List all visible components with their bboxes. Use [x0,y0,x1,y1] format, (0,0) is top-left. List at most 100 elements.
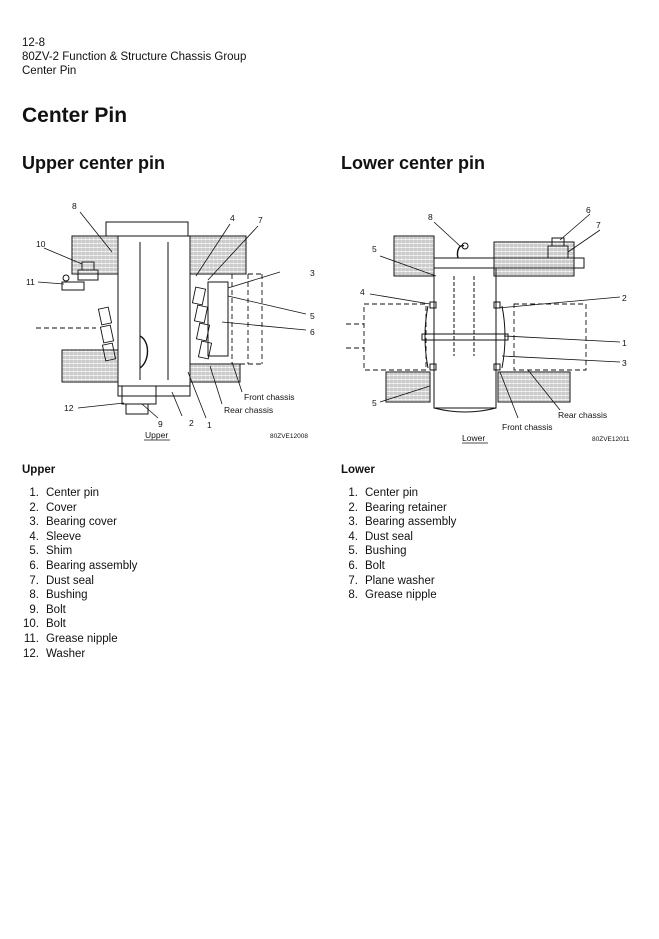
list-item: 2. Cover [22,501,137,516]
page-number: 12-8 [22,37,46,49]
list-item-name: Bushing [365,545,407,558]
list-item-number: 10. [23,618,39,631]
upper-callout-5: 5 [310,311,315,321]
lower-label-front-chassis: Front chassis [502,422,553,432]
lower-callout-3: 3 [622,358,627,368]
list-item-number: 1. [348,487,358,499]
upper-callout-8: 8 [72,201,77,211]
list-item: 7. Dust seal [22,574,137,589]
list-item-name: Sleeve [46,530,82,543]
upper-figure-code: 80ZVE12008 [270,433,308,440]
list-item-name: Bearing assembly [365,516,457,529]
list-item-number: 7. [29,574,39,587]
upper-label-rear-chassis: Rear chassis [224,405,273,415]
list-item: 10. Bolt [22,617,137,632]
lower-figure-code: 80ZVE12011 [592,436,630,443]
lower-figure-caption: Lower [462,433,485,443]
list-item: 1. Center pin [341,486,456,501]
list-item: 5. Shim [22,544,137,559]
lower-label-rear-chassis: Rear chassis [558,410,607,420]
upper-callout-1: 1 [207,420,212,430]
list-item: 8. Grease nipple [341,588,456,603]
lower-callout-8: 8 [428,212,433,222]
lower-callout-1: 1 [622,338,627,348]
list-item-name: Dust seal [365,530,413,543]
lower-center-pin-diagram: 8 6 7 5 4 2 1 3 5 Rear chassis Front cha… [346,205,630,444]
page-title: Center Pin [22,104,128,127]
list-item-number: 2. [348,501,358,514]
list-item: 3. Bearing assembly [341,515,456,530]
list-item-number: 8. [348,589,358,602]
lower-callout-4: 4 [360,287,365,297]
list-item: 4. Sleeve [22,530,137,545]
list-item-name: Bearing retainer [365,501,447,514]
list-item: 12. Washer [22,647,137,662]
lower-parts-list: 1. Center pin 2. Bearing retainer 3. Bearing … [341,486,456,603]
list-item-number: 5. [348,545,358,558]
list-item: 6. Bolt [341,559,456,574]
upper-callout-7: 7 [258,215,263,225]
list-item-name: Dust seal [46,574,94,587]
upper-callout-12: 12 [64,403,74,413]
list-item-number: 6. [348,559,358,572]
section-name: Center Pin [22,65,77,77]
page-header: 12-8 80ZV-2 Function & Structure Chassis… [22,36,246,78]
list-item: 1. Center pin [22,486,137,501]
lower-callout-6: 6 [586,205,591,215]
upper-figure-caption: Upper [145,430,168,440]
upper-callout-4: 4 [230,213,235,223]
upper-label-front-chassis: Front chassis [244,392,295,402]
lower-section-heading: Lower center pin [341,153,486,173]
list-item-number: 1. [29,487,39,499]
list-item-name: Center pin [365,487,419,499]
list-item-number: 9. [29,603,39,616]
list-item: 3. Bearing cover [22,515,137,530]
upper-parts-list: 1. Center pin 2. Cover 3. Bearing cover 4. Slee… [22,486,137,661]
list-item: 8. Bushing [22,588,137,603]
list-item: 2. Bearing retainer [341,501,456,516]
list-item-number: 7. [348,574,358,587]
upper-callout-9: 9 [158,419,163,429]
list-item: 4. Dust seal [341,530,456,545]
upper-callout-11: 11 [26,277,35,287]
upper-section-heading: Upper center pin [22,153,166,173]
list-item-name: Bolt [46,618,66,631]
list-item-name: Bolt [46,603,66,616]
upper-callout-2: 2 [189,418,194,428]
list-item: 11. Grease nipple [22,632,137,647]
list-item-name: Washer [46,647,86,660]
list-item-number: 12. [23,647,39,660]
list-item: 9. Bolt [22,603,137,618]
lower-callout-2: 2 [622,293,627,303]
list-item: 7. Plane washer [341,574,456,589]
list-item: 5. Bushing [341,544,456,559]
list-item-number: 6. [29,559,39,572]
list-item-number: 11. [23,632,39,645]
list-item-name: Bushing [46,589,88,602]
list-item-number: 3. [348,516,358,529]
list-item-name: Cover [46,501,77,514]
lower-callout-5-bottom: 5 [372,398,377,408]
lower-callout-7: 7 [596,220,601,230]
upper-center-pin-diagram: 8 4 7 10 11 3 5 6 12 9 2 1 Front chassis… [26,201,315,441]
list-item-name: Center pin [46,487,100,499]
list-item-name: Plane washer [365,574,435,587]
lower-list-heading: Lower [341,464,375,476]
upper-list-heading: Upper [22,464,56,476]
list-item-number: 4. [29,530,39,543]
list-item-number: 4. [348,530,358,543]
list-item-number: 8. [29,589,39,602]
list-item-number: 2. [29,501,39,514]
list-item-name: Shim [46,545,73,558]
manual-title: 80ZV-2 Function & Structure Chassis Grou… [22,51,247,63]
list-item-name: Bearing cover [46,516,117,529]
list-item-number: 3. [29,516,39,529]
list-item-name: Grease nipple [46,632,118,645]
list-item-number: 5. [29,545,39,558]
upper-callout-6: 6 [310,327,315,337]
list-item: 6. Bearing assembly [22,559,137,574]
upper-callout-10: 10 [36,239,46,249]
list-item-name: Grease nipple [365,589,437,602]
list-item-name: Bolt [365,559,385,572]
list-item-name: Bearing assembly [46,559,138,572]
